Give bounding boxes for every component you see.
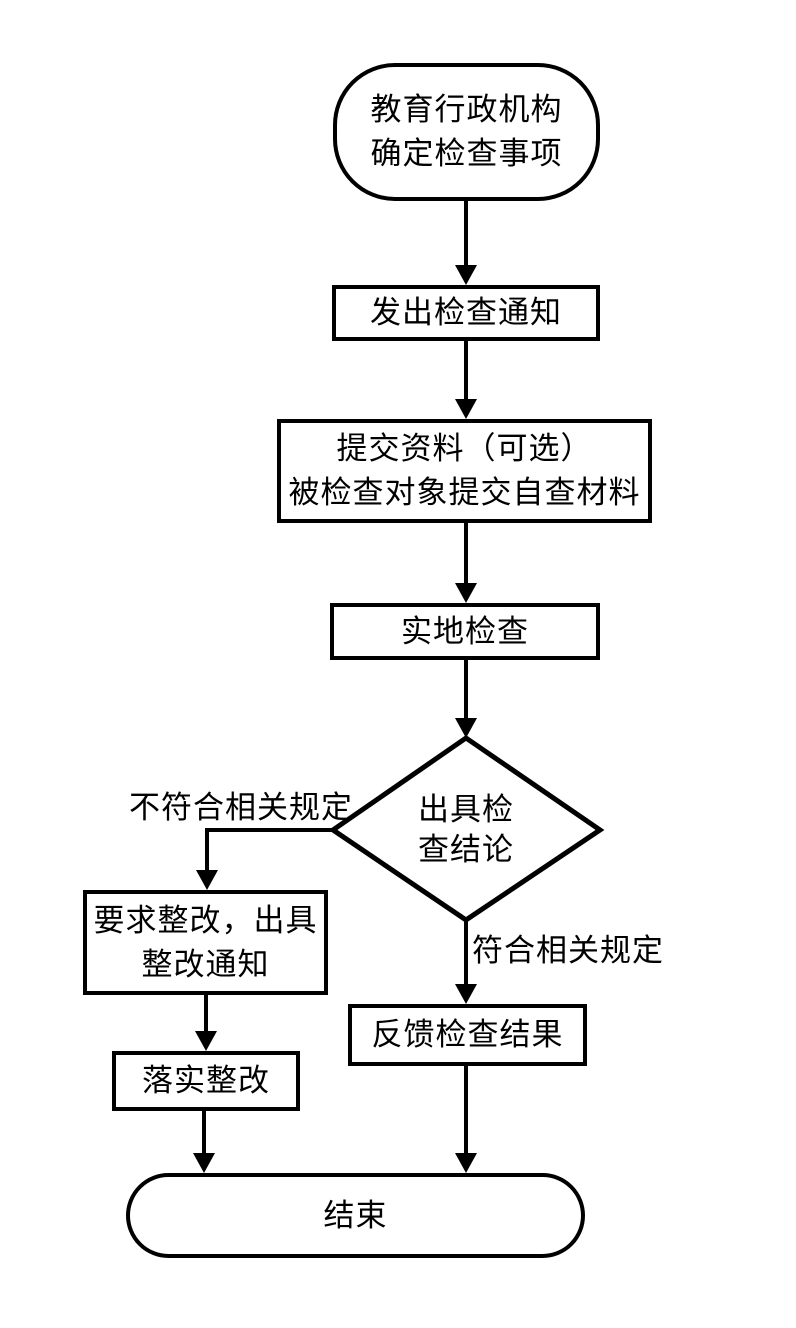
node-issue-notice-label: 发出检查通知 [370,295,562,330]
node-submit-materials-label: 提交资料（可选） 被检查对象提交自查材料 [288,431,641,510]
node-implement-rectification-label: 落实整改 [142,1063,270,1098]
node-onsite-inspection: 实地检查 [330,603,600,660]
node-implement-rectification: 落实整改 [112,1051,300,1111]
node-submit-materials: 提交资料（可选） 被检查对象提交自查材料 [277,419,652,523]
arrow-start-to-notice [455,201,477,285]
edge-label-compliant: 符合相关规定 [472,933,664,968]
node-start: 教育行政机构 确定检查事项 [333,63,600,201]
arrow-implement-to-end [193,1111,215,1173]
node-issue-notice: 发出检查通知 [332,285,600,341]
arrow-submit-to-onsite [455,523,477,603]
node-end-label: 结束 [323,1197,388,1233]
node-require-rectification-label: 要求整改，出具 整改通知 [93,902,318,982]
arrow-decision-to-rectify [196,828,333,890]
arrow-notice-to-submit [455,341,477,419]
node-start-label: 教育行政机构 确定检查事项 [370,92,563,171]
node-onsite-inspection-label: 实地检查 [401,613,529,649]
arrow-rectify-to-implement [195,995,217,1051]
edge-label-not-compliant: 不符合相关规定 [129,790,353,825]
node-feedback-results-label: 反馈检查结果 [371,1017,564,1052]
node-decision-label-text: 出具检 查结论 [418,792,514,867]
node-feedback-results: 反馈检查结果 [348,1004,587,1066]
node-end: 结束 [126,1173,585,1258]
arrow-feedback-to-end [455,1066,477,1173]
node-require-rectification: 要求整改，出具 整改通知 [83,890,328,995]
node-decision-label: 出具检 查结论 [366,765,566,895]
arrow-onsite-to-decision [455,660,477,738]
